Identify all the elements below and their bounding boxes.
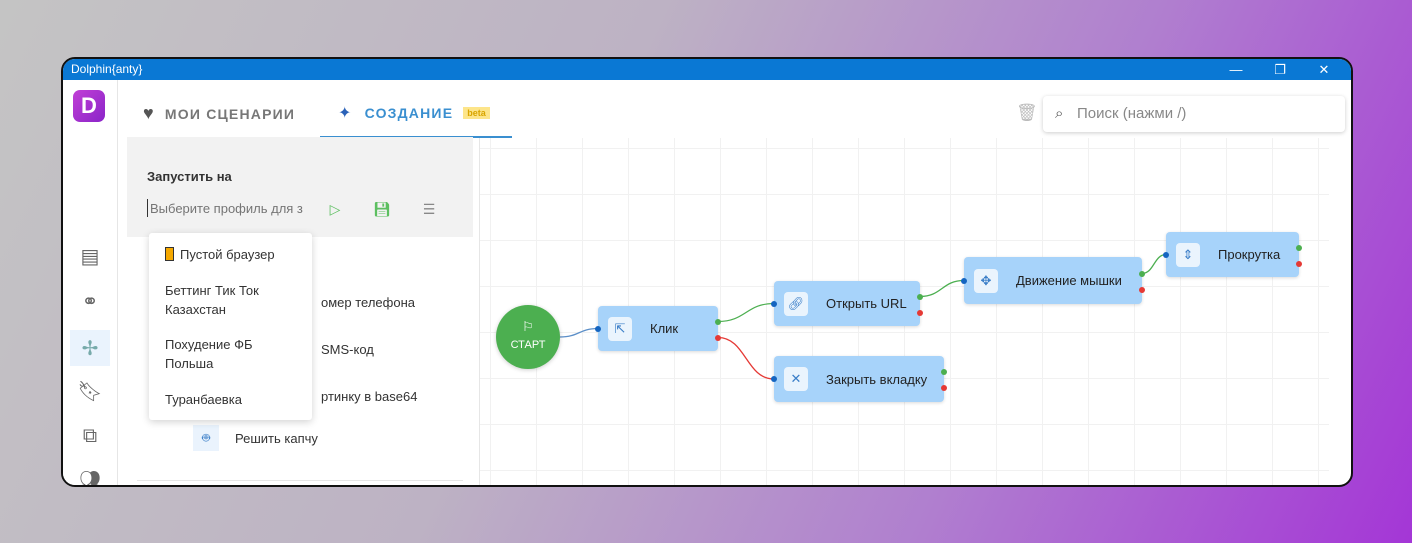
error-port[interactable] bbox=[1139, 286, 1145, 293]
heart-icon: ♥ bbox=[143, 103, 155, 123]
node-label: Прокрутка bbox=[1218, 247, 1281, 262]
profile-dropdown: Пустой браузер Беттинг Тик Ток Казахстан… bbox=[149, 233, 312, 420]
beta-badge: beta bbox=[463, 107, 490, 119]
browser-globe-icon[interactable]: ▤ bbox=[80, 245, 100, 268]
dropdown-item[interactable]: Беттинг Тик Ток Казахстан bbox=[165, 283, 259, 317]
title-bar: Dolphin{anty} bbox=[63, 59, 1351, 80]
run-label: Запустить на bbox=[147, 169, 232, 184]
window-title: Dolphin{anty} bbox=[71, 62, 143, 76]
success-port[interactable] bbox=[941, 369, 947, 375]
dropdown-item[interactable]: Туранбаевка bbox=[165, 392, 242, 407]
flow-edge bbox=[717, 302, 775, 323]
input-port[interactable] bbox=[771, 300, 777, 307]
input-port[interactable] bbox=[961, 277, 967, 284]
list-item[interactable]: 🤖︎Решить капчу bbox=[193, 425, 318, 451]
dropdown-item[interactable]: Похудение ФБ Польша bbox=[165, 337, 253, 371]
puzzle-icon[interactable]: ⧉ bbox=[82, 424, 98, 447]
input-port[interactable] bbox=[595, 325, 601, 332]
users-icon[interactable]: 👥︎ bbox=[77, 469, 103, 487]
flow-edge bbox=[919, 279, 965, 298]
profile-color-swatch bbox=[165, 247, 174, 261]
tab-my-scenarios[interactable]: ♥МОИ СЦЕНАРИИ bbox=[143, 103, 296, 123]
sidebar: D ▤ ⚭ ✢ 🔖︎ ⧉ 👥︎ bbox=[63, 80, 118, 485]
error-port[interactable] bbox=[941, 385, 947, 391]
move-icon: ✥ bbox=[974, 268, 998, 293]
divider bbox=[137, 480, 463, 481]
robot-icon: 🤖︎ bbox=[193, 425, 219, 451]
flow-node-close[interactable]: ✕ Закрыть вкладку bbox=[771, 356, 947, 402]
play-icon[interactable]: ▷ bbox=[329, 201, 341, 217]
run-panel: Запустить на ▷ 💾︎ ☰ bbox=[127, 137, 473, 237]
list-item[interactable]: омер телефона bbox=[321, 295, 415, 310]
start-node[interactable]: ⚐СТАРТ bbox=[496, 305, 560, 369]
profile-select-input[interactable] bbox=[147, 199, 309, 217]
error-port[interactable] bbox=[917, 309, 923, 316]
success-port[interactable] bbox=[917, 293, 923, 300]
sparkles-icon[interactable]: ✢ bbox=[70, 330, 110, 366]
flow-edge bbox=[717, 336, 775, 380]
flow-edge bbox=[559, 327, 599, 338]
log-icon[interactable]: ☰ bbox=[422, 201, 436, 217]
input-port[interactable] bbox=[771, 376, 777, 382]
flow-node-click[interactable]: ⇱ Клик bbox=[595, 306, 721, 351]
flow-node-open[interactable]: 🔗︎ Открыть URL bbox=[771, 281, 923, 326]
close-window-button[interactable]: ✕ bbox=[1318, 62, 1330, 77]
flow-node-scroll[interactable]: ⇕ Прокрутка bbox=[1163, 232, 1302, 277]
success-port[interactable] bbox=[715, 318, 721, 325]
dropdown-item[interactable]: Пустой браузер bbox=[165, 245, 275, 264]
maximize-button[interactable]: ❐ bbox=[1274, 62, 1286, 77]
minimize-button[interactable]: — bbox=[1229, 62, 1243, 77]
save-icon[interactable]: 💾︎ bbox=[373, 201, 391, 217]
sparkles-icon: ✦ bbox=[338, 105, 353, 122]
pointer-click-icon: ⇱ bbox=[608, 316, 632, 341]
search-icon: ⌕ bbox=[1055, 105, 1064, 122]
node-label: Движение мышки bbox=[1016, 273, 1122, 288]
node-label: Открыть URL bbox=[826, 296, 907, 311]
flag-icon: ⚐ bbox=[522, 319, 534, 334]
bookmark-icon[interactable]: 🔖︎ bbox=[77, 380, 103, 403]
flow-edge bbox=[1141, 253, 1167, 275]
list-item[interactable]: SMS-код bbox=[321, 342, 374, 357]
list-item[interactable]: ртинку в base64 bbox=[321, 389, 418, 404]
flow-node-move[interactable]: ✥ Движение мышки bbox=[961, 257, 1145, 304]
search-input[interactable]: ⌕Поиск (нажми /) bbox=[1043, 96, 1345, 132]
error-port[interactable] bbox=[715, 334, 721, 341]
success-port[interactable] bbox=[1139, 270, 1145, 277]
link-icon: 🔗︎ bbox=[784, 291, 808, 316]
link-icon[interactable]: ⚭ bbox=[81, 290, 99, 313]
close-icon: ✕ bbox=[784, 367, 808, 391]
error-port[interactable] bbox=[1296, 260, 1302, 267]
trash-icon[interactable]: 🗑︎ bbox=[1016, 103, 1038, 122]
node-label: Клик bbox=[650, 321, 679, 336]
input-port[interactable] bbox=[1163, 251, 1169, 258]
action-list: омер телефона SMS-код ртинку в base64 🤖︎… bbox=[127, 237, 473, 485]
success-port[interactable] bbox=[1296, 244, 1302, 251]
app-logo[interactable]: D bbox=[73, 90, 105, 122]
divider bbox=[479, 138, 480, 485]
node-label: Закрыть вкладку bbox=[826, 371, 928, 387]
app-window: Dolphin{anty} — ❐ ✕ D ▤ ⚭ ✢ 🔖︎ ⧉ 👥︎ ♥МОИ… bbox=[61, 57, 1353, 487]
scroll-icon: ⇕ bbox=[1176, 242, 1200, 267]
